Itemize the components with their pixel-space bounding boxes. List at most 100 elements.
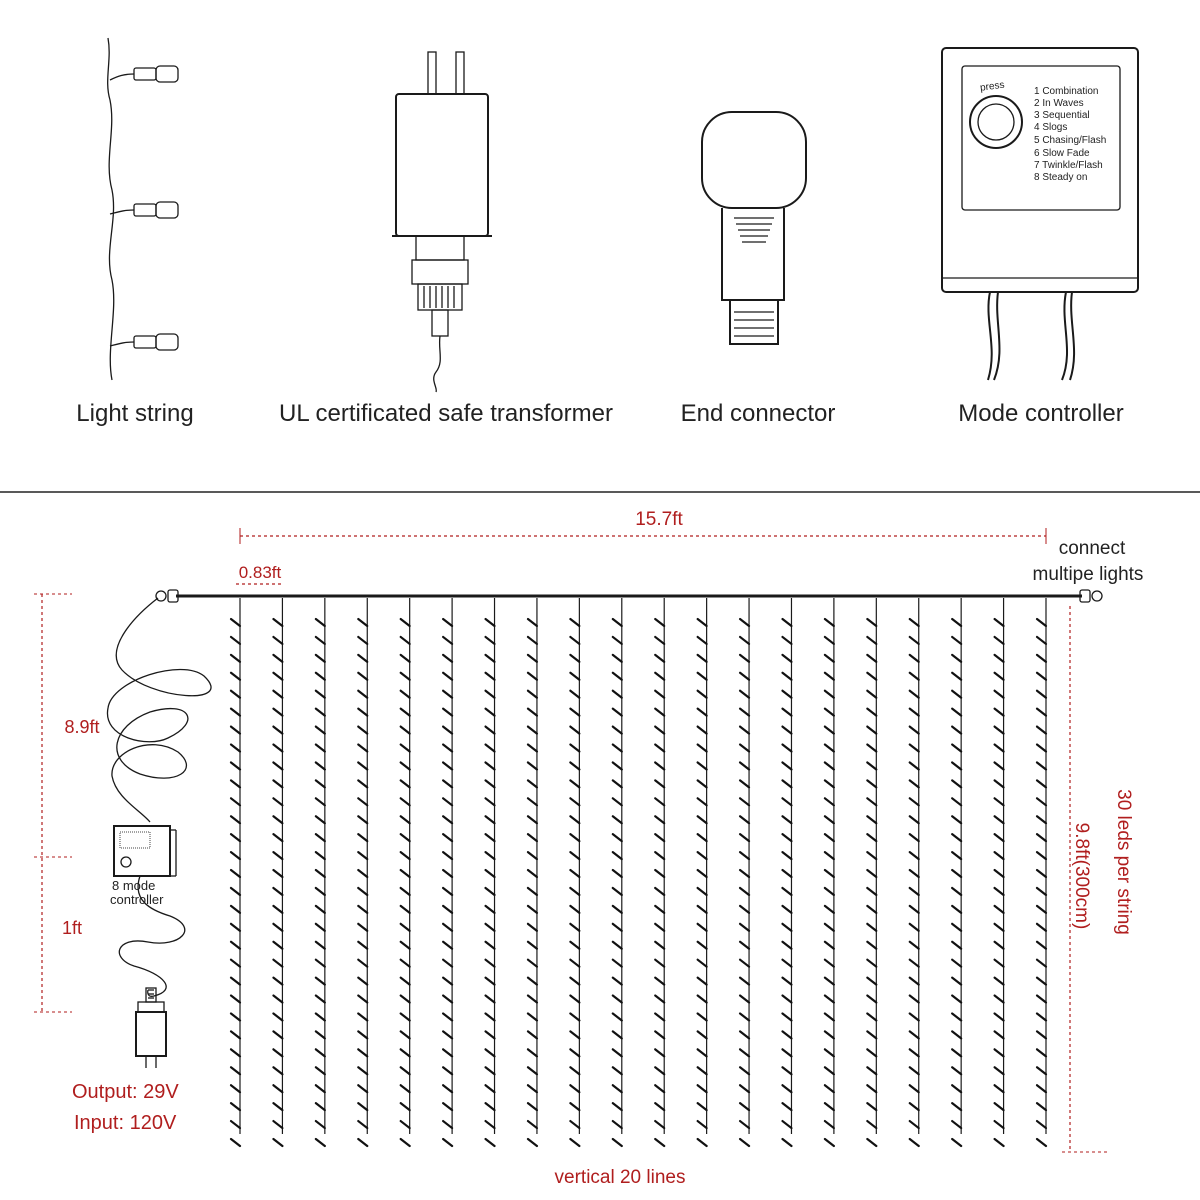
led-bulb bbox=[357, 743, 369, 753]
led-bulb bbox=[399, 707, 411, 717]
led-bulb bbox=[738, 958, 751, 968]
led-bulb bbox=[314, 1137, 326, 1148]
led-bulb bbox=[484, 779, 496, 789]
led-bulb bbox=[1035, 940, 1048, 950]
led-bulb bbox=[357, 958, 369, 968]
led-bulb bbox=[823, 886, 835, 897]
led-bulb bbox=[951, 994, 963, 1004]
led-bulb bbox=[399, 635, 411, 646]
led-bulb bbox=[654, 743, 666, 753]
mode-controller-icon bbox=[941, 47, 1139, 381]
led-bulb bbox=[272, 815, 284, 825]
led-bulb bbox=[908, 779, 920, 789]
leds-per-string-label: 30 leds per string bbox=[1113, 789, 1134, 935]
led-bulb bbox=[993, 689, 1005, 699]
led-bulb bbox=[442, 1137, 454, 1148]
led-bulb bbox=[569, 1066, 581, 1076]
led-bulb bbox=[526, 1137, 539, 1148]
led-bulb bbox=[738, 779, 751, 789]
led-bulb bbox=[442, 1119, 454, 1130]
led-bulb bbox=[654, 725, 666, 735]
led-bulb bbox=[357, 779, 369, 789]
led-bulb bbox=[569, 833, 581, 843]
led-bulb bbox=[484, 904, 496, 914]
led-bulb bbox=[781, 922, 793, 932]
led-bulb bbox=[654, 653, 666, 663]
led-bulb bbox=[442, 761, 454, 771]
led-bulb bbox=[738, 653, 751, 663]
led-bulb bbox=[1035, 994, 1048, 1004]
led-bulb bbox=[569, 617, 581, 628]
led-bulb bbox=[738, 761, 751, 771]
led-bulb bbox=[442, 1012, 454, 1022]
led-bulb bbox=[823, 1066, 835, 1076]
led-bulb bbox=[908, 797, 920, 807]
led-bulb bbox=[399, 922, 411, 932]
led-bulb bbox=[442, 671, 454, 681]
led-bulb bbox=[314, 851, 326, 861]
led-bulb bbox=[229, 743, 242, 753]
led-bulb bbox=[611, 1119, 623, 1130]
led-bulb bbox=[526, 922, 539, 932]
led-bulb bbox=[526, 958, 539, 968]
led-bulb bbox=[569, 797, 581, 807]
led-bulb bbox=[569, 743, 581, 753]
led-bulb bbox=[993, 725, 1005, 735]
led-bulb bbox=[229, 689, 242, 699]
led-bulb bbox=[272, 922, 284, 932]
led-bulb bbox=[526, 1066, 539, 1076]
led-bulb bbox=[951, 761, 963, 771]
led-bulb bbox=[484, 922, 496, 932]
led-bulb bbox=[951, 922, 963, 932]
led-bulb bbox=[272, 868, 284, 879]
led-bulb bbox=[1035, 1102, 1048, 1112]
led-bulb bbox=[272, 1030, 284, 1040]
led-bulb bbox=[908, 743, 920, 753]
led-bulb bbox=[696, 635, 708, 646]
led-bulb bbox=[484, 671, 496, 681]
led-bulb bbox=[823, 1102, 835, 1112]
mode-item: 7 Twinkle/Flash bbox=[1034, 160, 1103, 171]
led-bulb bbox=[993, 1102, 1005, 1112]
led-bulb bbox=[866, 833, 878, 843]
led-bulb bbox=[229, 617, 242, 628]
led-bulb bbox=[738, 689, 751, 699]
led-bulb bbox=[696, 994, 708, 1004]
led-bulb bbox=[908, 1137, 920, 1148]
led-bulb bbox=[654, 635, 666, 646]
led-bulb bbox=[823, 1119, 835, 1130]
led-bulb bbox=[526, 868, 539, 879]
led-bulb bbox=[526, 797, 539, 807]
led-bulb bbox=[569, 1137, 581, 1148]
led-bulb bbox=[484, 707, 496, 717]
led-bulb bbox=[399, 815, 411, 825]
led-bulb bbox=[442, 725, 454, 735]
led-bulb bbox=[738, 815, 751, 825]
led-bulb bbox=[611, 1084, 623, 1094]
led-bulb bbox=[1035, 743, 1048, 753]
led-bulb bbox=[314, 1084, 326, 1094]
led-curtain-strands bbox=[229, 598, 1048, 1148]
led-bulb bbox=[229, 707, 242, 717]
led-bulb bbox=[357, 617, 369, 628]
led-bulb bbox=[654, 815, 666, 825]
led-bulb bbox=[314, 868, 326, 879]
led-bulb bbox=[357, 1066, 369, 1076]
led-bulb bbox=[442, 815, 454, 825]
led-bulb bbox=[357, 707, 369, 717]
led-bulb bbox=[272, 994, 284, 1004]
led-bulb bbox=[611, 797, 623, 807]
led-bulb bbox=[526, 815, 539, 825]
led-bulb bbox=[611, 976, 623, 986]
led-bulb bbox=[738, 1119, 751, 1130]
led-bulb bbox=[696, 689, 708, 699]
led-bulb bbox=[696, 868, 708, 879]
led-bulb bbox=[951, 1084, 963, 1094]
led-bulb bbox=[866, 725, 878, 735]
led-bulb bbox=[272, 797, 284, 807]
led-bulb bbox=[908, 1066, 920, 1076]
led-bulb bbox=[272, 779, 284, 789]
led-bulb bbox=[399, 940, 411, 950]
led-bulb bbox=[696, 940, 708, 950]
led-bulb bbox=[272, 940, 284, 950]
